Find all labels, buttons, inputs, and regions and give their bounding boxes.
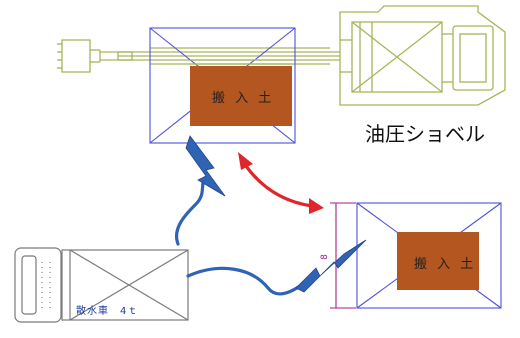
- lightning-bolt-icon: [185, 135, 226, 197]
- excavator-label: 油圧ショベル: [365, 122, 485, 146]
- soil-label-top: 搬 入 土: [212, 91, 275, 106]
- soil-label-right: 搬 入 土: [414, 257, 477, 272]
- truck-cab-dots: [41, 262, 51, 312]
- excavator-bucket: [57, 39, 101, 73]
- soil-pile-right: [397, 232, 479, 290]
- double-headed-curved-arrow-icon: [238, 152, 324, 214]
- truck-label: 散水車 4ｔ: [76, 306, 139, 317]
- dimension-marker: [330, 202, 356, 309]
- truck-cab: [14, 247, 62, 323]
- dimension-label: 8: [319, 254, 330, 260]
- excavator: [57, 5, 506, 106]
- soil-pile-top: [190, 66, 292, 126]
- water-hose: [175, 176, 302, 296]
- lightning-bolt-icon: [295, 239, 367, 293]
- excavator-body: [339, 5, 506, 106]
- excavator-arm-overlay: [190, 59, 292, 65]
- excavator-arm: [100, 47, 340, 65]
- truck-tank: [61, 249, 189, 321]
- water-truck: [14, 247, 189, 323]
